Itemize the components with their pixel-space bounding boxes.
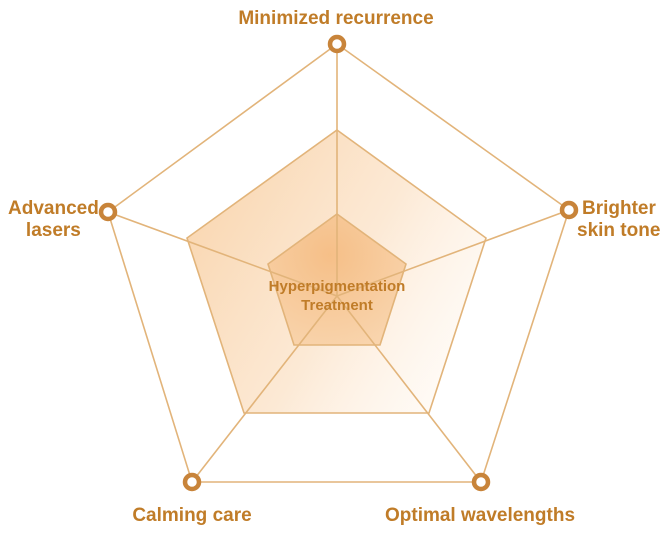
center-label-line: Treatment	[301, 297, 373, 314]
axis-nodes	[98, 34, 579, 492]
axis-label-line: skin tone	[577, 220, 660, 241]
axis-node-icon	[182, 472, 202, 492]
axis-node-icon	[471, 472, 491, 492]
spoke-line	[107, 211, 338, 297]
axis-label-advanced-lasers: Advanced lasers	[8, 198, 99, 242]
axis-label-calming-care: Calming care	[132, 505, 252, 526]
axis-node-icon	[327, 34, 347, 54]
axis-label-minimized-recurrence: Minimized recurrence	[238, 8, 434, 29]
spoke-line	[191, 295, 338, 483]
spoke-line	[336, 209, 570, 297]
axis-label-line: Advanced	[8, 198, 99, 219]
axis-label-brighter-skin-tone: Brighter skin tone	[577, 198, 660, 242]
center-label-line: Hyperpigmentation	[268, 278, 406, 295]
outer-ring	[107, 43, 570, 483]
spokes	[107, 44, 570, 483]
axis-node-icon	[98, 202, 118, 222]
spoke-line	[336, 295, 482, 483]
axis-label-line: lasers	[25, 220, 81, 241]
axis-node-icon	[559, 200, 579, 220]
axis-label-line: Brighter	[582, 198, 656, 219]
center-label: Hyperpigmentation Treatment	[269, 277, 406, 315]
axis-label-optimal-wavelengths: Optimal wavelengths	[384, 505, 576, 526]
